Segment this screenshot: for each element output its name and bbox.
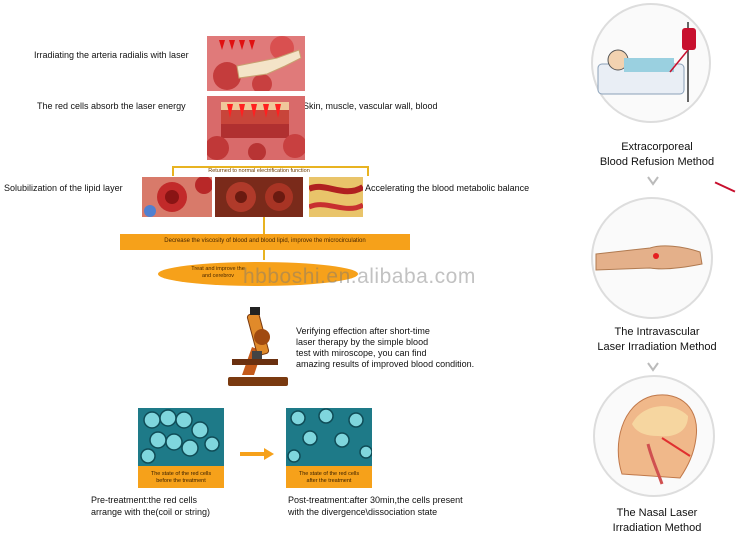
label-accelerating: Accelerating the blood metabolic balance (365, 183, 530, 193)
label-returned: Returned to normal electrification funct… (208, 168, 310, 174)
label-absorb: The red cells absorb the laser energy (37, 101, 186, 111)
method3-circle (593, 375, 715, 497)
verify-line-3: test with miroscope, you can find (296, 348, 427, 358)
microscope-icon (228, 307, 288, 386)
before-caption-2: before the treatment (156, 478, 206, 484)
verify-line-4: amazing results of improved blood condit… (296, 359, 475, 369)
post-text-2: with the divergence\dissociation state (288, 507, 438, 517)
method1-line1: Extracorporeal (621, 141, 693, 153)
chevron-down-icon-2 (647, 362, 659, 372)
pre-text-1: Pre-treatment:the red cells (91, 495, 198, 505)
vessel-image (309, 177, 363, 217)
label-decrease: Decrease the viscosity of blood and bloo… (164, 238, 366, 244)
label-irradiating: Irradiating the arteria radialis with la… (34, 50, 189, 60)
arm-laser-image (207, 36, 305, 91)
method3-line1: The Nasal Laser (616, 507, 698, 519)
label-treat-line1: Treat and improve the (191, 266, 245, 272)
watermark: hbboshi.en.alibaba.com (243, 265, 476, 288)
chevron-down-icon-1 (647, 176, 659, 186)
verify-line-2: laser therapy by the simple blood (296, 337, 429, 347)
after-caption-bg (286, 466, 372, 488)
lipid-layer-image (142, 177, 212, 217)
tissue-layers-image (207, 96, 305, 160)
after-caption-1: The state of the red cells (298, 471, 360, 477)
method1-circle (591, 3, 711, 123)
post-text-1: Post-treatment:after 30min,the cells pre… (288, 495, 463, 505)
method2-circle (591, 197, 713, 319)
red-cells-image (215, 177, 303, 217)
before-caption-1: The state of the red cells (150, 471, 212, 477)
decrease-viscosity-bar (120, 234, 410, 250)
before-caption-bg (138, 466, 224, 488)
pre-text-2: arrange with the(coil or string) (91, 507, 211, 517)
label-solubilization: Solubilization of the lipid layer (4, 183, 123, 193)
treat-oval (158, 262, 358, 286)
arrow-right-icon (240, 448, 274, 460)
verify-line-1: Verifying effection after short-time (296, 326, 430, 336)
label-treat-line2: and cerebrov (201, 273, 235, 279)
method1-line2: Blood Refusion Method (599, 156, 715, 168)
method2-line2: Laser Irradiation Method (597, 341, 717, 353)
method3-line2: Irradiation Method (612, 522, 702, 534)
laser-line-decoration (714, 181, 736, 193)
label-tissue: Skin, muscle, vascular wall, blood (303, 101, 438, 111)
after-caption-2: after the treatment (306, 478, 352, 484)
verify-text: Verifying effection after short-time las… (296, 326, 474, 370)
method2-line1: The Intravascular (614, 326, 700, 338)
